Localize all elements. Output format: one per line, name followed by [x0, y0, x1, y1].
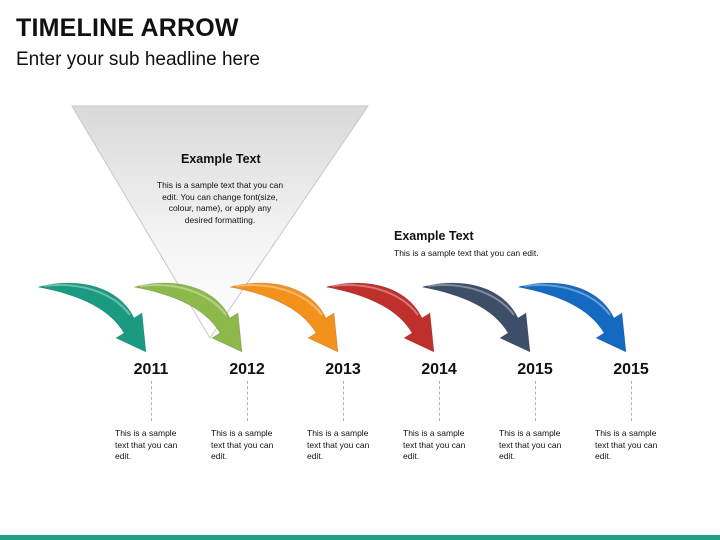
callout-triangle — [71, 105, 369, 339]
dashed-connector — [343, 381, 344, 421]
page-title: TIMELINE ARROW — [16, 14, 239, 42]
year-label: 2011 — [133, 361, 169, 378]
dashed-connector — [151, 381, 152, 421]
desc-line: text that you can — [211, 439, 274, 450]
desc-line: edit. — [115, 451, 132, 461]
timeline-arrow — [229, 282, 339, 353]
callout-1-line: edit. You can change font(size, — [162, 191, 278, 202]
arrow-highlight — [235, 284, 323, 316]
callout-1-line: colour, name), or apply any — [168, 203, 272, 213]
callout-1-title: Example Text — [181, 152, 261, 166]
timeline-arrow — [37, 282, 147, 353]
callout-2-title: Example Text — [394, 229, 474, 243]
dashed-connector — [439, 381, 440, 421]
callout-1-line: desired formatting. — [184, 214, 256, 225]
timeline-arrow — [325, 282, 435, 353]
callout-1-line: This is a sample text that you can — [156, 180, 284, 190]
arrow-group — [37, 282, 627, 353]
desc-line: This is a sample — [595, 428, 657, 438]
desc-line: This is a sample — [115, 428, 177, 438]
callout-2-line: This is a sample text that you can edit. — [394, 248, 539, 258]
milestone-desc: This is a sample text that you can edit. — [499, 428, 579, 463]
desc-line: edit. — [595, 451, 612, 461]
desc-line: edit. — [211, 451, 228, 461]
desc-line: text that you can — [595, 439, 658, 450]
desc-line: This is a sample — [211, 428, 273, 438]
page-subtitle: Enter your sub headline here — [16, 49, 260, 70]
footer-bar — [0, 535, 720, 540]
arrow-highlight — [139, 284, 227, 316]
milestone-desc: This is a sample text that you can edit. — [211, 428, 291, 463]
callout-2-body: This is a sample text that you can edit. — [394, 248, 594, 260]
desc-line: text that you can — [307, 439, 370, 450]
milestone-desc: This is a sample text that you can edit. — [595, 428, 675, 463]
year-label: 2013 — [325, 361, 361, 378]
desc-line: text that you can — [403, 439, 466, 450]
milestone-desc: This is a sample text that you can edit. — [403, 428, 483, 463]
timeline-arrow — [133, 282, 243, 353]
year-label: 2014 — [421, 361, 457, 378]
year-label: 2012 — [229, 361, 265, 378]
desc-line: text that you can — [499, 439, 562, 450]
milestone-desc: This is a sample text that you can edit. — [307, 428, 387, 463]
timeline-arrow — [421, 282, 531, 353]
arrow-highlight — [523, 284, 611, 316]
desc-line: edit. — [403, 451, 420, 461]
year-label: 2015 — [613, 361, 649, 378]
desc-line: edit. — [307, 451, 324, 461]
dashed-connector — [247, 381, 248, 421]
arrow-highlight — [43, 284, 131, 316]
desc-line: text that you can — [115, 439, 178, 450]
arrow-highlight — [331, 284, 419, 316]
desc-line: edit. — [499, 451, 516, 461]
timeline-arrow — [517, 282, 627, 353]
desc-line: This is a sample — [403, 428, 465, 438]
year-label: 2015 — [517, 361, 553, 378]
callout-1-body: This is a sample text that you can edit.… — [140, 180, 300, 226]
desc-line: This is a sample — [307, 428, 369, 438]
milestone-desc: This is a sample text that you can edit. — [115, 428, 195, 463]
dashed-connector — [631, 381, 632, 421]
desc-line: This is a sample — [499, 428, 561, 438]
dashed-connector — [535, 381, 536, 421]
arrow-highlight — [427, 284, 515, 316]
